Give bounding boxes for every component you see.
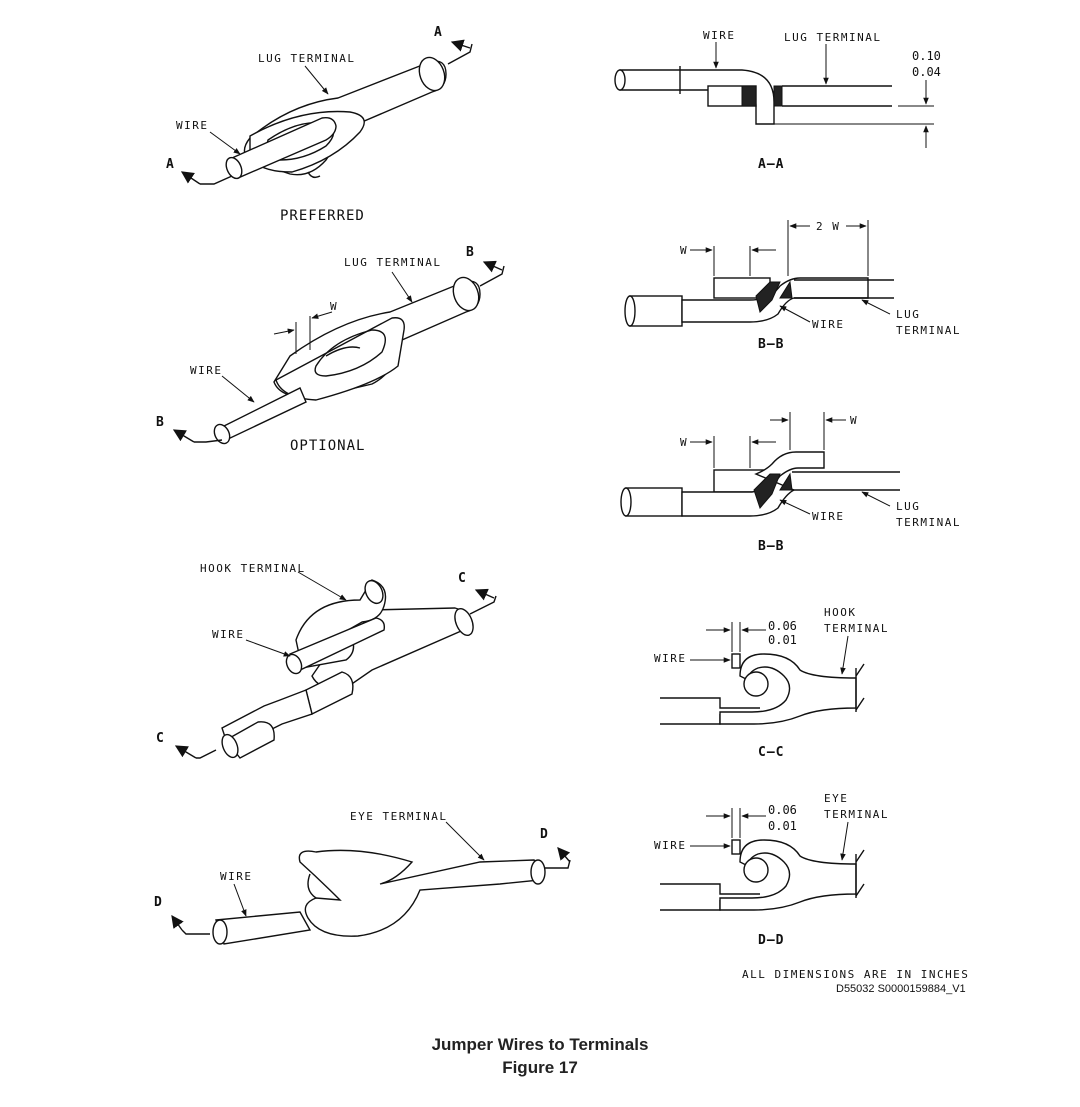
optional-view: W B B LUG TERMINAL WIRE OPTIONAL — [156, 245, 505, 454]
section-mark-d-bottom: D — [154, 895, 162, 910]
label-hook-cc: HOOK — [824, 606, 857, 619]
figure-title: Jumper Wires to Terminals — [431, 1035, 649, 1054]
dim-aa-max: 0.10 — [912, 49, 941, 63]
section-title-bb2: B–B — [758, 539, 784, 554]
section-cc: 0.06 0.01 WIRE HOOK TERMINAL C–C — [654, 606, 889, 760]
label-wire-dd: WIRE — [654, 839, 687, 852]
section-dd: 0.06 0.01 WIRE EYE TERMINAL D–D — [654, 792, 889, 948]
label-terminal-bb2: TERMINAL — [896, 516, 961, 529]
label-wire-c: WIRE — [212, 628, 245, 641]
label-wire-cc: WIRE — [654, 652, 687, 665]
caption-optional: OPTIONAL — [290, 438, 365, 454]
section-mark-a-top: A — [434, 25, 442, 40]
dimension-note: ALL DIMENSIONS ARE IN INCHES — [742, 968, 969, 981]
hook-view: C C HOOK TERMINAL WIRE — [156, 562, 497, 759]
section-title-aa: A–A — [758, 157, 784, 172]
label-wire-bb2: WIRE — [812, 510, 845, 523]
label-terminal-bb1: TERMINAL — [896, 324, 961, 337]
label-w-optional: W — [330, 300, 338, 313]
section-mark-b-top: B — [466, 245, 474, 260]
label-wire-b: WIRE — [190, 364, 223, 377]
dim-2w-bb1: 2 W — [816, 220, 840, 233]
label-eye-dd: EYE — [824, 792, 848, 805]
section-bb-1: W 2 W WIRE LUG TERMINAL B–B — [624, 220, 961, 352]
section-bb-2: W W WIRE LUG TERMINAL B–B — [620, 412, 961, 554]
section-mark-a-bottom: A — [166, 157, 174, 172]
drawing-code: D55032 S0000159884_V1 — [836, 983, 966, 995]
label-lug-terminal-aa: LUG TERMINAL — [784, 31, 881, 44]
section-title-cc: C–C — [758, 745, 784, 760]
label-wire-aa: WIRE — [703, 29, 736, 42]
section-mark-c-top: C — [458, 571, 466, 586]
dim-cc-max: 0.06 — [768, 619, 797, 633]
eye-view: D D EYE TERMINAL WIRE — [154, 810, 571, 945]
dim-dd-max: 0.06 — [768, 803, 797, 817]
label-wire-a: WIRE — [176, 119, 209, 132]
figure-number: Figure 17 — [502, 1058, 578, 1077]
section-title-bb1: B–B — [758, 337, 784, 352]
label-hook-terminal-c: HOOK TERMINAL — [200, 562, 306, 575]
label-lug-terminal-b: LUG TERMINAL — [344, 256, 441, 269]
dim-w-bb2-left: W — [680, 436, 688, 449]
dim-dd-min: 0.01 — [768, 819, 797, 833]
preferred-view: A A LUG TERMINAL WIRE PREFERRED — [166, 25, 473, 224]
label-wire-d: WIRE — [220, 870, 253, 883]
label-lug-bb2: LUG — [896, 500, 920, 513]
section-aa: 0.10 0.04 WIRE LUG TERMINAL A–A — [614, 29, 941, 172]
section-mark-d-top: D — [540, 827, 548, 842]
section-title-dd: D–D — [758, 933, 784, 948]
caption-preferred: PREFERRED — [280, 208, 365, 224]
dim-aa-min: 0.04 — [912, 65, 941, 79]
label-terminal-dd: TERMINAL — [824, 808, 889, 821]
dim-cc-min: 0.01 — [768, 633, 797, 647]
section-mark-b-bottom: B — [156, 415, 164, 430]
label-eye-terminal-d: EYE TERMINAL — [350, 810, 447, 823]
label-wire-bb1: WIRE — [812, 318, 845, 331]
label-terminal-cc: TERMINAL — [824, 622, 889, 635]
dim-w-bb2-right: W — [850, 414, 858, 427]
label-lug-terminal-a: LUG TERMINAL — [258, 52, 355, 65]
section-mark-c-bottom: C — [156, 731, 164, 746]
dim-w-bb1: W — [680, 244, 688, 257]
label-lug-bb1: LUG — [896, 308, 920, 321]
